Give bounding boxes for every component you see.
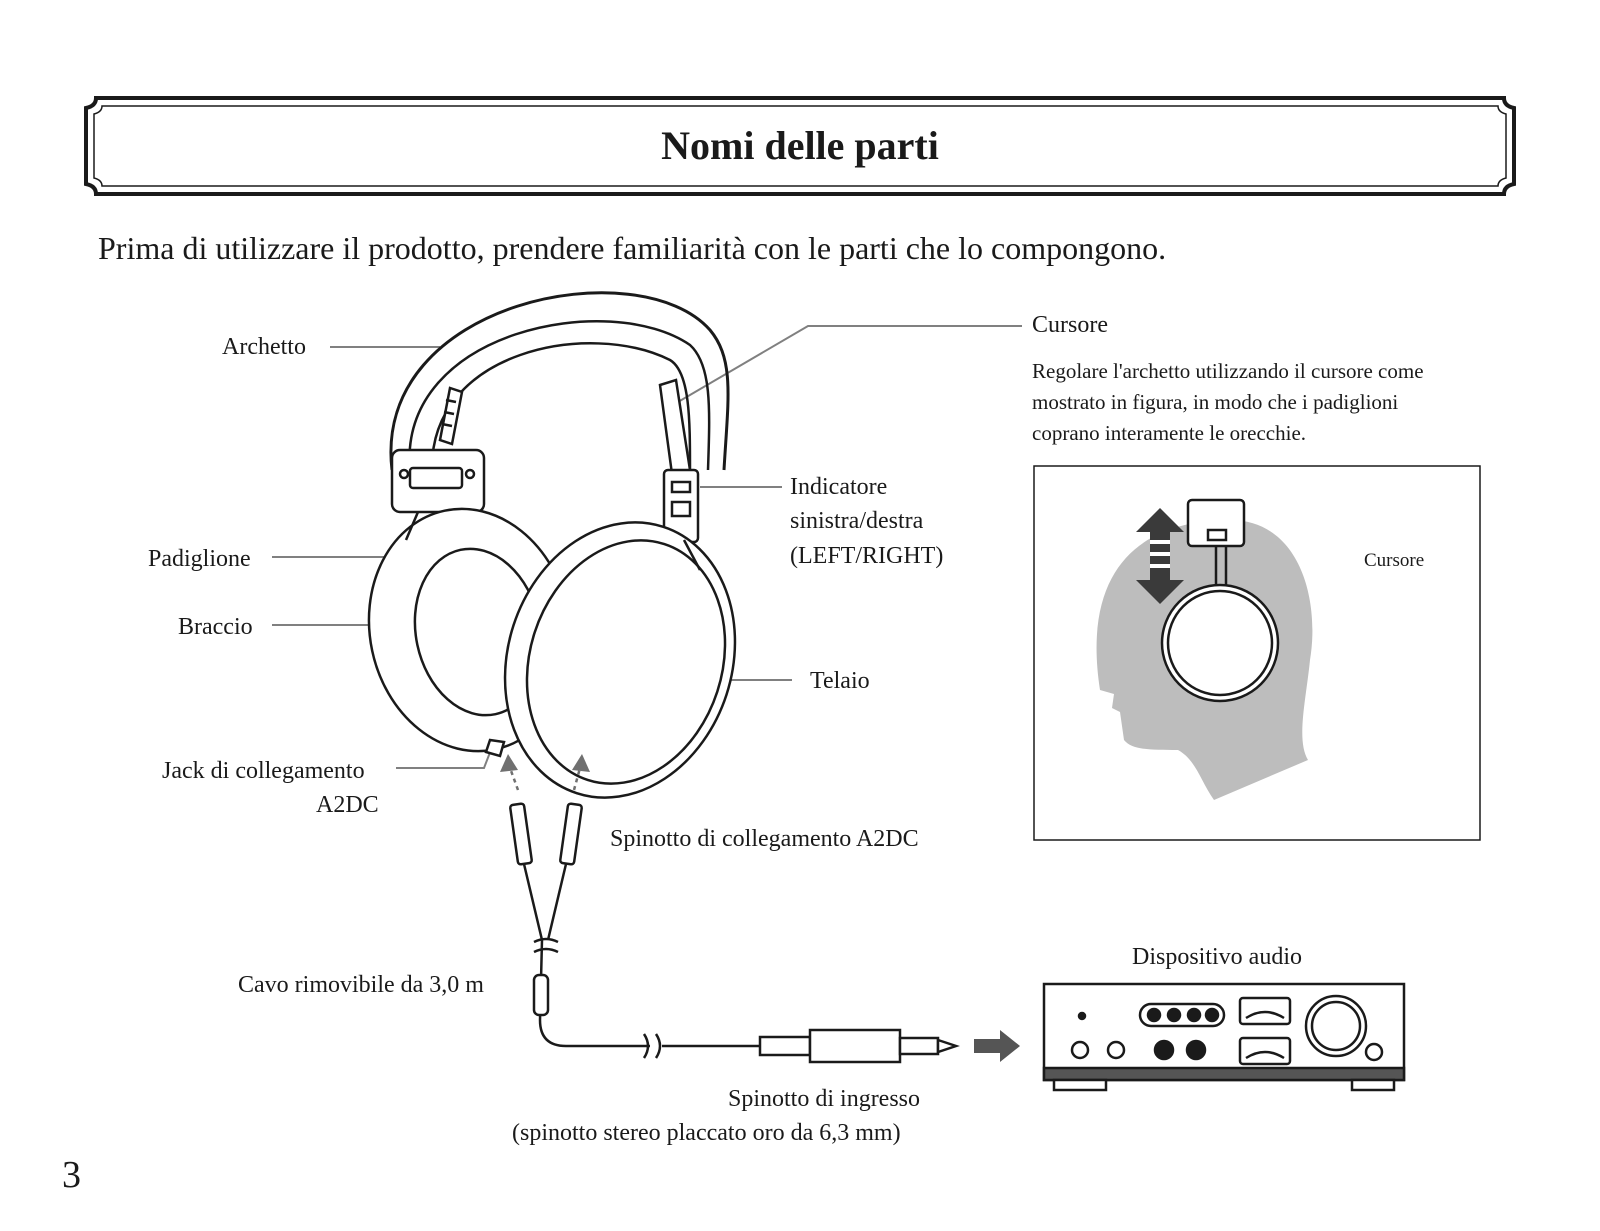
intro-text: Prima di utilizzare il prodotto, prender… xyxy=(98,230,1167,266)
label-jack-line2: A2DC xyxy=(316,792,379,818)
audio-device-illustration xyxy=(1042,982,1406,1092)
title-frame xyxy=(84,96,1516,196)
label-cavo: Cavo rimovibile da 3,0 m xyxy=(238,972,484,998)
inset-illustration xyxy=(1033,465,1481,841)
cursor-note-line2: mostrato in figura, in modo che i padigl… xyxy=(1032,390,1399,414)
label-dispositivo-audio: Dispositivo audio xyxy=(1132,944,1303,970)
page-number: 3 xyxy=(62,1154,81,1196)
arrow-to-device xyxy=(974,1030,1020,1062)
label-archetto: Archetto xyxy=(222,334,306,360)
label-spinotto-ingresso-line2: (spinotto stereo placcato oro da 6,3 mm) xyxy=(512,1120,901,1146)
label-indicatore-line3: (LEFT/RIGHT) xyxy=(790,543,944,569)
label-indicatore-line1: Indicatore xyxy=(790,474,888,500)
label-spinotto-a2dc: Spinotto di collegamento A2DC xyxy=(610,826,919,852)
label-jack-line1: Jack di collegamento xyxy=(162,758,365,784)
label-braccio: Braccio xyxy=(178,614,253,640)
page-title: Nomi delle parti xyxy=(661,123,939,168)
label-cursore: Cursore xyxy=(1032,312,1108,338)
cursor-note-line3: coprano interamente le orecchie. xyxy=(1032,421,1307,445)
label-indicatore-line2: sinistra/destra xyxy=(790,508,924,534)
label-spinotto-ingresso-line1: Spinotto di ingresso xyxy=(728,1086,921,1112)
headphone-illustration xyxy=(367,291,737,799)
adjust-arrow-icon xyxy=(1136,508,1184,604)
inset-label-cursore: Cursore xyxy=(1364,550,1425,571)
cursor-note-line1: Regolare l'archetto utilizzando il curso… xyxy=(1032,359,1424,383)
cable-illustration xyxy=(500,754,960,1064)
label-padiglione: Padiglione xyxy=(148,546,251,572)
label-telaio: Telaio xyxy=(810,668,870,694)
